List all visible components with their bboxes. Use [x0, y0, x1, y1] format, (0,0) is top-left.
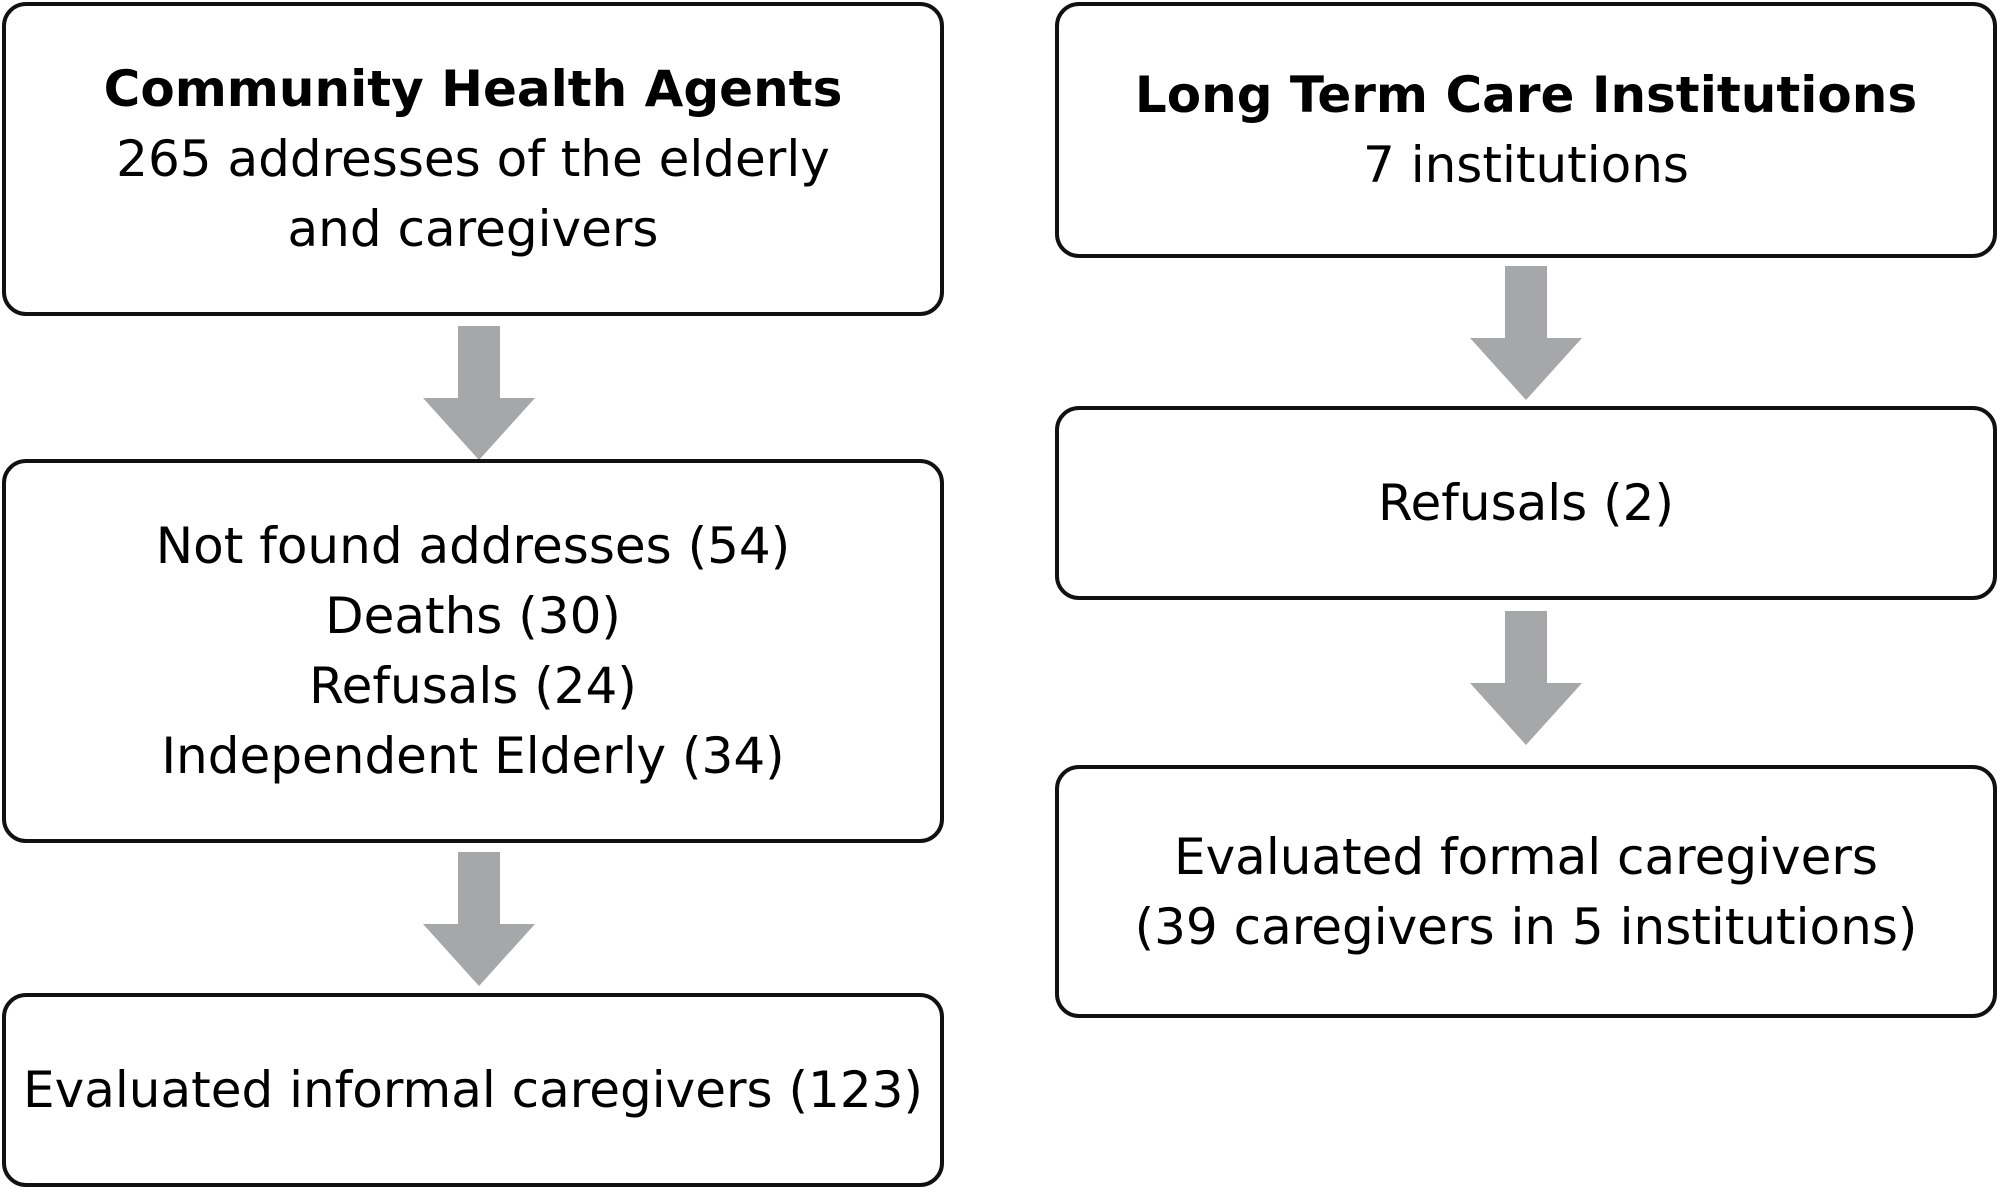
informal-caregivers-text: Evaluated informal caregivers (123): [23, 1061, 923, 1119]
community-health-agents-box: Community Health Agents 265 addresses of…: [2, 2, 944, 316]
community-health-agents-title: Community Health Agents: [103, 60, 843, 118]
institution-refusals-box: Refusals (2): [1055, 406, 1997, 600]
exclusion-refusals: Refusals (24): [309, 657, 637, 715]
informal-caregivers-box: Evaluated informal caregivers (123): [2, 993, 944, 1187]
institution-refusals-text: Refusals (2): [1378, 474, 1674, 532]
institutions-count-text: 7 institutions: [1363, 136, 1689, 194]
down-arrow-icon: [423, 852, 535, 986]
exclusions-box: Not found addresses (54) Deaths (30) Ref…: [2, 459, 944, 843]
long-term-care-title: Long Term Care Institutions: [1134, 66, 1918, 124]
down-arrow-shape: [423, 326, 535, 460]
formal-caregivers-text: Evaluated formal caregivers: [1174, 827, 1878, 886]
formal-caregivers-box: Evaluated formal caregivers (39 caregive…: [1055, 765, 1997, 1018]
down-arrow-shape: [1470, 266, 1582, 400]
exclusion-deaths: Deaths (30): [325, 587, 621, 645]
addresses-count-text-cont: and caregivers: [287, 200, 659, 258]
long-term-care-box: Long Term Care Institutions 7 institutio…: [1055, 2, 1997, 258]
addresses-count-text: 265 addresses of the elderly: [116, 130, 830, 188]
down-arrow-shape: [1470, 611, 1582, 745]
down-arrow-icon: [423, 326, 535, 460]
down-arrow-shape: [423, 852, 535, 986]
exclusion-not-found: Not found addresses (54): [155, 517, 791, 575]
down-arrow-icon: [1470, 266, 1582, 400]
exclusion-independent: Independent Elderly (34): [161, 727, 785, 785]
formal-caregivers-detail: (39 caregivers in 5 institutions): [1134, 897, 1918, 956]
down-arrow-icon: [1470, 611, 1582, 745]
